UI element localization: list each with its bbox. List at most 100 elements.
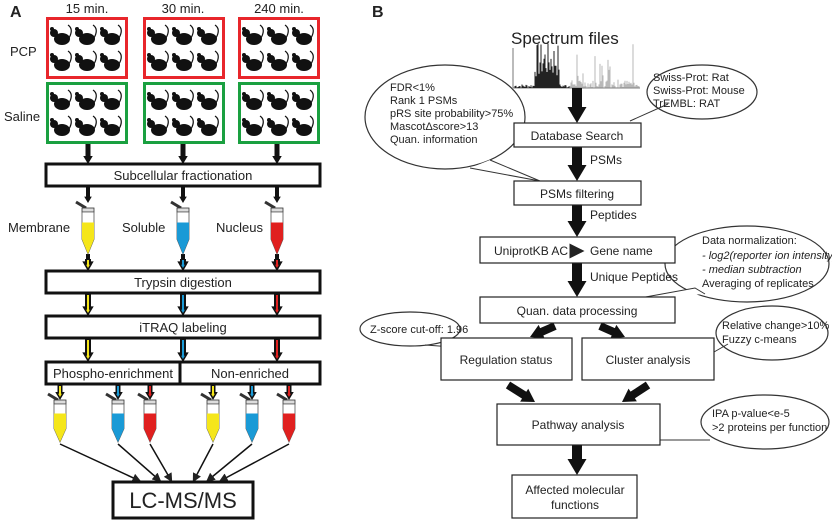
mouse-icon [147, 24, 169, 45]
affected-functions-line2: functions [551, 498, 599, 512]
line-to-lcms [192, 443, 214, 483]
normalization-bubble: Data normalization: - log2(reporter ion … [639, 225, 832, 303]
nucleus-label: Nucleus [216, 220, 263, 235]
cluster-bubble: Relative change>10% Fuzzy c-means [713, 305, 830, 361]
mouse-icon [172, 89, 194, 110]
panel-b: B Spectrum files Swiss-Prot: Rat Swiss-P… [359, 4, 832, 519]
svg-text:Quan. information: Quan. information [390, 134, 477, 146]
mouse-boxes [46, 17, 320, 144]
lcms-box [111, 480, 255, 520]
svg-text:Swiss-Prot: Rat: Swiss-Prot: Rat [653, 72, 729, 84]
fraction-tube-0 [75, 200, 95, 256]
spectrum-plot [512, 43, 640, 89]
svg-text:- log2(reporter ion intensity): - log2(reporter ion intensity) [702, 250, 832, 262]
psms-filtering-label: PSMs filtering [540, 187, 614, 201]
spectrum-files-label: Spectrum files [511, 29, 619, 48]
arrow-to-fractionation [178, 144, 188, 164]
mouse-icon [197, 50, 219, 71]
time-label-240: 240 min. [254, 1, 304, 16]
svg-text:Relative change>10%: Relative change>10% [722, 320, 830, 332]
arrow-regulation-to-pathway [505, 381, 535, 402]
quan-processing-box [479, 296, 676, 324]
soluble-label: Soluble [122, 220, 165, 235]
arrow-regulation-to-pathway-shape [505, 381, 535, 402]
arrow-quan-to-cluster-shape [598, 322, 625, 339]
ipa-bubble: IPA p-value<e-5 >2 proteins per function [650, 394, 830, 450]
non-enriched-box [178, 360, 322, 386]
arrow-pathway-to-functions [567, 445, 587, 475]
arrow-step-fill [275, 295, 279, 313]
mouse-icon [292, 89, 314, 110]
svg-text:Fuzzy c-means: Fuzzy c-means [722, 334, 797, 346]
mouse-icon [147, 89, 169, 110]
arrow-to-fractionation [272, 144, 282, 164]
arrow-to-sample-fill [250, 386, 254, 397]
svg-text:Averaging of replicates: Averaging of replicates [702, 278, 814, 290]
arrow-cluster-to-pathway-shape [622, 381, 651, 402]
peptides-label: Peptides [590, 208, 637, 222]
mouse-icon [75, 24, 97, 45]
svg-text:- median subtraction: - median subtraction [702, 264, 802, 276]
sample-tube-1 [105, 392, 125, 443]
arrow-step-fill [181, 295, 185, 313]
mouse-icon [267, 50, 289, 71]
svg-text:IPA p-value<e-5: IPA p-value<e-5 [712, 408, 790, 420]
arrow-step-fill [181, 260, 185, 268]
svg-text:MascotΔscore>13: MascotΔscore>13 [390, 121, 478, 133]
arrow-search-to-filtering [567, 147, 587, 181]
arrow-step-fill [86, 340, 90, 359]
mouse-icon [242, 89, 264, 110]
arrow-step-fill [86, 295, 90, 313]
arrow-step-fill [181, 340, 185, 359]
mouse-icon [292, 24, 314, 45]
uniprot-ac-label: UniprotKB AC [494, 244, 568, 258]
arrow-to-sample-fill [58, 386, 62, 397]
mouse-icon [292, 115, 314, 136]
mouse-icon [100, 89, 122, 110]
mouse-icon [197, 89, 219, 110]
arrow-step-fill [275, 340, 279, 359]
arrow-step-fill [86, 260, 90, 268]
mouse-icon [50, 50, 72, 71]
svg-text:TrEMBL: RAT: TrEMBL: RAT [653, 98, 721, 110]
database-bubble: Swiss-Prot: Rat Swiss-Prot: Mouse TrEMBL… [629, 64, 758, 122]
panel-a: A 15 min. 30 min. 240 min. PCP Saline Su… [4, 1, 322, 520]
zscore-bubble: Z-score cut-off: 1.96 [359, 311, 496, 351]
panel-a-label: A [10, 4, 22, 21]
saline-label: Saline [4, 109, 40, 124]
svg-text:Z-score cut-off: 1.96: Z-score cut-off: 1.96 [370, 324, 468, 336]
regulation-status-label: Regulation status [460, 353, 553, 367]
fraction-tubes [75, 200, 284, 256]
arrow-quan-to-regulation [530, 322, 557, 339]
mouse-icon [172, 115, 194, 136]
svg-text:Swiss-Prot: Mouse: Swiss-Prot: Mouse [653, 85, 745, 97]
panel-b-arrows [505, 88, 651, 475]
psms-label: PSMs [590, 153, 622, 167]
trypsin-digestion-label: Trypsin digestion [134, 275, 232, 290]
mouse-icon [75, 50, 97, 71]
mouse-icon [267, 115, 289, 136]
sample-tube-3 [200, 392, 220, 443]
mouse-icon [50, 89, 72, 110]
mouse-icon [50, 24, 72, 45]
arrow-quan-to-cluster [598, 322, 625, 339]
arrow-to-sample-fill [211, 386, 215, 397]
arrow-mapping-to-quan [567, 263, 587, 297]
trypsin-digestion-box [44, 269, 322, 295]
arrow-spectrum-to-search [567, 88, 587, 123]
svg-text:Data normalization:: Data normalization: [702, 235, 797, 247]
line-to-lcms [205, 443, 253, 482]
mouse-icon [242, 115, 264, 136]
itraq-labeling-label: iTRAQ labeling [139, 320, 226, 335]
fraction-tube-2 [264, 200, 284, 256]
mouse-icon [100, 115, 122, 136]
arrow-to-tube [179, 187, 187, 203]
mouse-icon [267, 89, 289, 110]
svg-text:Rank 1 PSMs: Rank 1 PSMs [390, 95, 458, 107]
cluster-analysis-label: Cluster analysis [606, 353, 691, 367]
line-to-lcms [59, 443, 142, 482]
sample-tube-2 [137, 392, 157, 443]
pcp-label: PCP [10, 44, 37, 59]
lcms-label: LC-MS/MS [129, 488, 237, 513]
sample-tubes [47, 392, 296, 443]
